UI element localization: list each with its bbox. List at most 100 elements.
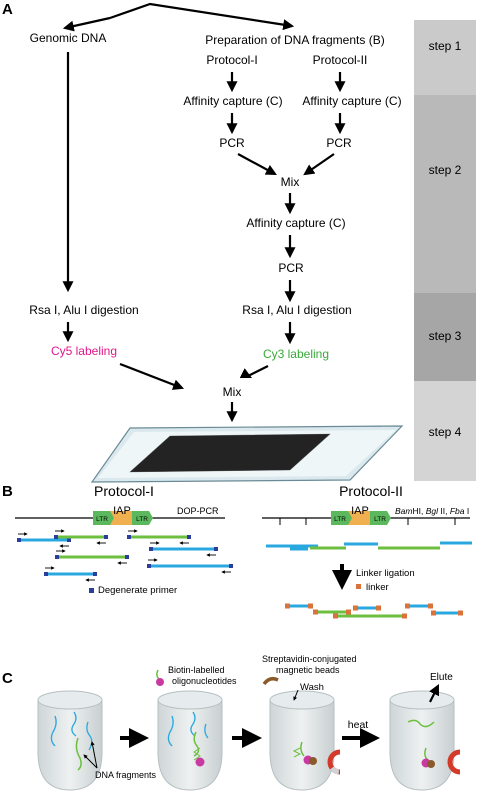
split-arrow-left xyxy=(62,16,111,32)
pcr1-to-mix-arrow xyxy=(237,153,277,176)
affinity-capture-2-label: Affinity capture (C) xyxy=(302,94,401,108)
biotin-oligo-icon xyxy=(156,669,164,686)
linker-block xyxy=(428,603,433,609)
cy3-labeling-label: Cy3 labeling xyxy=(263,347,329,361)
panel-a-label: A xyxy=(2,1,13,18)
linker-block xyxy=(402,613,407,619)
degenerate-primer xyxy=(104,535,108,539)
magnet-icon xyxy=(327,749,341,775)
degenerate-primer xyxy=(229,564,233,568)
protocol-2-label: Protocol-II xyxy=(313,53,368,67)
tube-1: DNA fragments xyxy=(37,690,157,791)
pcr-2-label: PCR xyxy=(326,136,352,150)
elute-arrow xyxy=(429,684,439,703)
degenerate-primer xyxy=(44,572,48,576)
enzyme-list: BamHI, Bgl II, Fba I xyxy=(395,506,469,516)
streptavidin-label-line-1: Streptavidin-conjugated xyxy=(262,654,357,664)
tube-3 xyxy=(269,690,335,791)
dop-pcr-label: DOP-PCR xyxy=(177,506,219,516)
degenerate-primer xyxy=(54,535,58,539)
degenerate-primer-label: Degenerate primer xyxy=(98,585,177,596)
pcr2-to-mix-arrow xyxy=(303,153,335,176)
ltr-left-2 xyxy=(331,511,352,525)
protocol-2-linked-fragments xyxy=(285,603,463,619)
linker-swatch xyxy=(356,584,361,589)
enzyme-bgl: Bgl xyxy=(426,506,439,516)
degenerate-primer xyxy=(127,535,131,539)
streptavidin-label-line-2: magnetic beads xyxy=(276,665,340,675)
protocol-1-fragments xyxy=(17,529,233,582)
enzyme-bam: Bam xyxy=(395,506,412,516)
step-3-block xyxy=(414,293,476,381)
wash-pointer xyxy=(293,689,299,701)
flow-arrows xyxy=(62,2,346,423)
protocol-2-title: Protocol-II xyxy=(339,483,403,499)
degenerate-primer xyxy=(147,564,151,568)
step-2-label: step 2 xyxy=(429,163,462,177)
linker-label: linker xyxy=(366,582,389,593)
pcr-1-label: PCR xyxy=(219,136,245,150)
preparation-label: Preparation of DNA fragments (B) xyxy=(205,33,384,47)
panel-b-label: B xyxy=(2,483,13,500)
linker-block xyxy=(285,603,290,609)
step-3-label: step 3 xyxy=(429,329,462,343)
linker-ligation-label: Linker ligation xyxy=(356,568,415,579)
ltr-left-1-label: LTR xyxy=(96,516,108,523)
tube-2 xyxy=(157,690,223,791)
cy5-to-mix-arrow xyxy=(119,362,185,390)
streptavidin-label: Streptavidin-conjugated magnetic beads xyxy=(262,654,359,675)
degenerate-primer xyxy=(214,547,218,551)
ltr-right-2-label: LTR xyxy=(374,516,386,523)
ltr-right-1 xyxy=(132,511,153,525)
ltr-right-2 xyxy=(370,511,391,525)
linker-block xyxy=(405,603,410,609)
heat-label: heat xyxy=(348,719,369,731)
step-4-label: step 4 xyxy=(429,425,462,439)
degenerate-primer xyxy=(187,535,191,539)
mix-2-label: Mix xyxy=(223,385,242,399)
step-1-block xyxy=(414,20,476,95)
protocol-2-diagram: LTR LTR IAP BamHI, Bgl II, Fba I Linker … xyxy=(262,505,472,619)
biotin-label-line-1: Biotin-labelled xyxy=(168,665,225,675)
ltr-right-1-label: LTR xyxy=(136,516,148,523)
affinity-capture-1-label: Affinity capture (C) xyxy=(183,94,282,108)
wash-label: Wash xyxy=(300,682,324,693)
degenerate-primer-swatch xyxy=(89,588,94,593)
step-2-block xyxy=(414,95,476,293)
digestion-right-label: Rsa I, Alu I digestion xyxy=(242,303,351,317)
degenerate-primer xyxy=(17,538,21,542)
split-arrow-right xyxy=(109,2,295,31)
step-1-label: step 1 xyxy=(429,39,462,53)
tube-4 xyxy=(389,690,455,791)
cy5-labeling-label: Cy5 labeling xyxy=(51,344,117,358)
degenerate-primer xyxy=(125,555,129,559)
microarray-slide xyxy=(90,425,404,483)
iap-label-2: IAP xyxy=(351,505,369,517)
digestion-left-label: Rsa I, Alu I digestion xyxy=(29,303,138,317)
linker-block xyxy=(333,613,338,619)
ltr-left-2-label: LTR xyxy=(334,516,346,523)
degenerate-primer xyxy=(55,555,59,559)
linker-block xyxy=(458,610,463,616)
genomic-dna-label: Genomic DNA xyxy=(30,31,107,45)
enzyme-bam-suffix: HI, xyxy=(412,506,423,516)
degenerate-primer xyxy=(93,572,97,576)
affinity-capture-3-label: Affinity capture (C) xyxy=(246,216,345,230)
linker-block xyxy=(431,610,436,616)
elute-label: Elute xyxy=(430,672,453,683)
protocol-1-diagram: LTR LTR IAP DOP-PCR Degenerate primer xyxy=(15,505,233,596)
linker-block xyxy=(353,605,358,611)
degenerate-primer xyxy=(67,538,71,542)
protocol-1-label: Protocol-I xyxy=(206,53,257,67)
ltr-left-1 xyxy=(93,511,114,525)
enzyme-fba-suffix: I xyxy=(465,506,470,516)
linker-block xyxy=(308,603,313,609)
protocol-1-title: Protocol-I xyxy=(94,483,154,499)
step-column: step 1 step 2 step 3 step 4 xyxy=(414,20,476,481)
degenerate-primer xyxy=(149,547,153,551)
linker-block xyxy=(346,609,351,615)
enzyme-fba: Fba xyxy=(450,506,465,516)
pcr-3-label: PCR xyxy=(278,261,304,275)
iap-label-1: IAP xyxy=(113,505,131,517)
